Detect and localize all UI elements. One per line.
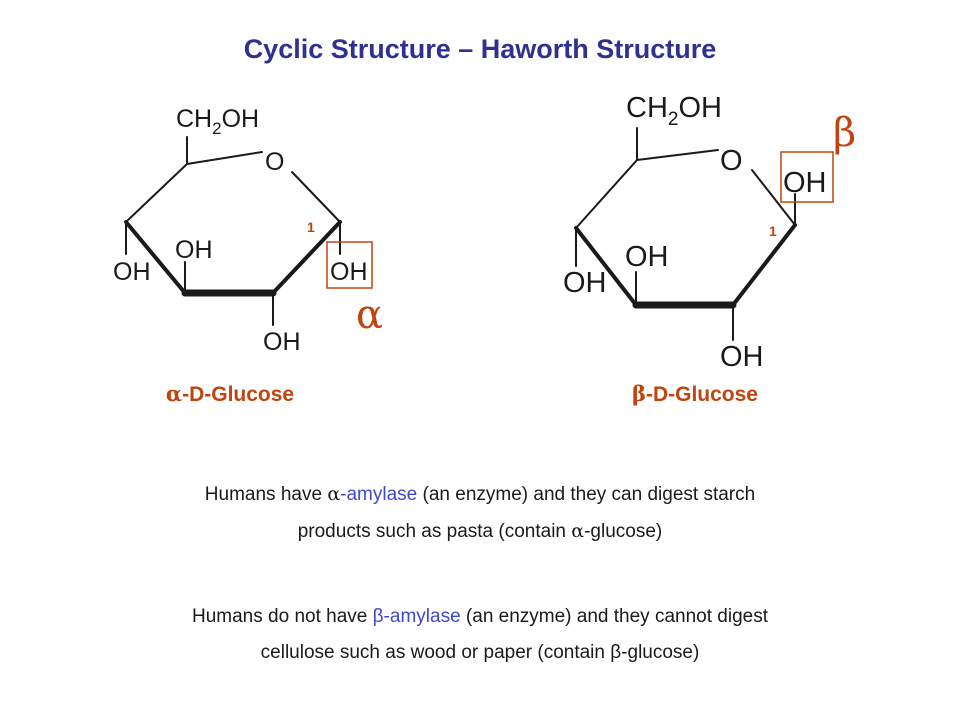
alpha-symbol: α — [356, 292, 383, 338]
alpha-name-text: -D-Glucose — [182, 383, 295, 406]
beta-prefix: β — [632, 381, 646, 406]
alpha-glucose-structure: CH2OH O OH OH OH OH 1 α — [113, 105, 383, 356]
alpha-carbon-number: 1 — [307, 219, 315, 235]
alpha-oh-c4: OH — [113, 258, 151, 286]
alpha-oh-c3: OH — [175, 236, 213, 264]
para2-line2: cellulose such as wood or paper (contain… — [260, 642, 700, 663]
page-title: Cyclic Structure – Haworth Structure — [243, 34, 717, 64]
beta-oh-c4: OH — [563, 267, 607, 299]
alpha-amylase-term: -amylase — [340, 484, 418, 505]
beta-ch2oh-label: CH2OH — [626, 92, 722, 130]
beta-ring-oxygen: O — [720, 145, 743, 177]
beta-oh-c1: OH — [783, 167, 827, 199]
para2-line1: Humans do not have β-amylase (an enzyme)… — [192, 606, 768, 627]
beta-oh-c3: OH — [625, 241, 669, 273]
alpha-oh-c2: OH — [263, 328, 301, 356]
alpha-prefix: α — [165, 381, 183, 406]
para1-line2: products such as pasta (contain α-glucos… — [297, 520, 663, 542]
alpha-ring-oxygen: O — [265, 148, 284, 176]
alpha-ring-bonds — [124, 136, 342, 326]
beta-glucose-structure: CH2OH O OH OH OH OH 1 β — [563, 92, 856, 373]
beta-name-text: -D-Glucose — [645, 383, 758, 406]
beta-glucose-name: β-D-Glucose — [555, 381, 835, 407]
alpha-oh-c1: OH — [330, 258, 368, 286]
para1-line1: Humans have α-amylase (an enzyme) and th… — [204, 483, 756, 505]
beta-ring-bonds — [574, 127, 797, 341]
alpha-glucose-name: α-D-Glucose — [90, 381, 370, 407]
alpha-oh-highlight-box — [326, 241, 373, 289]
beta-amylase-paragraph: Humans do not have β-amylase (an enzyme)… — [0, 599, 960, 671]
beta-symbol: β — [833, 110, 856, 156]
alpha-amylase-paragraph: Humans have α-amylase (an enzyme) and th… — [0, 476, 960, 550]
beta-carbon-number: 1 — [769, 223, 777, 239]
alpha-ch2oh-label: CH2OH — [176, 105, 259, 138]
beta-amylase-term: β-amylase — [372, 606, 461, 627]
beta-oh-c2: OH — [720, 341, 764, 373]
beta-oh-highlight-box — [780, 151, 834, 203]
